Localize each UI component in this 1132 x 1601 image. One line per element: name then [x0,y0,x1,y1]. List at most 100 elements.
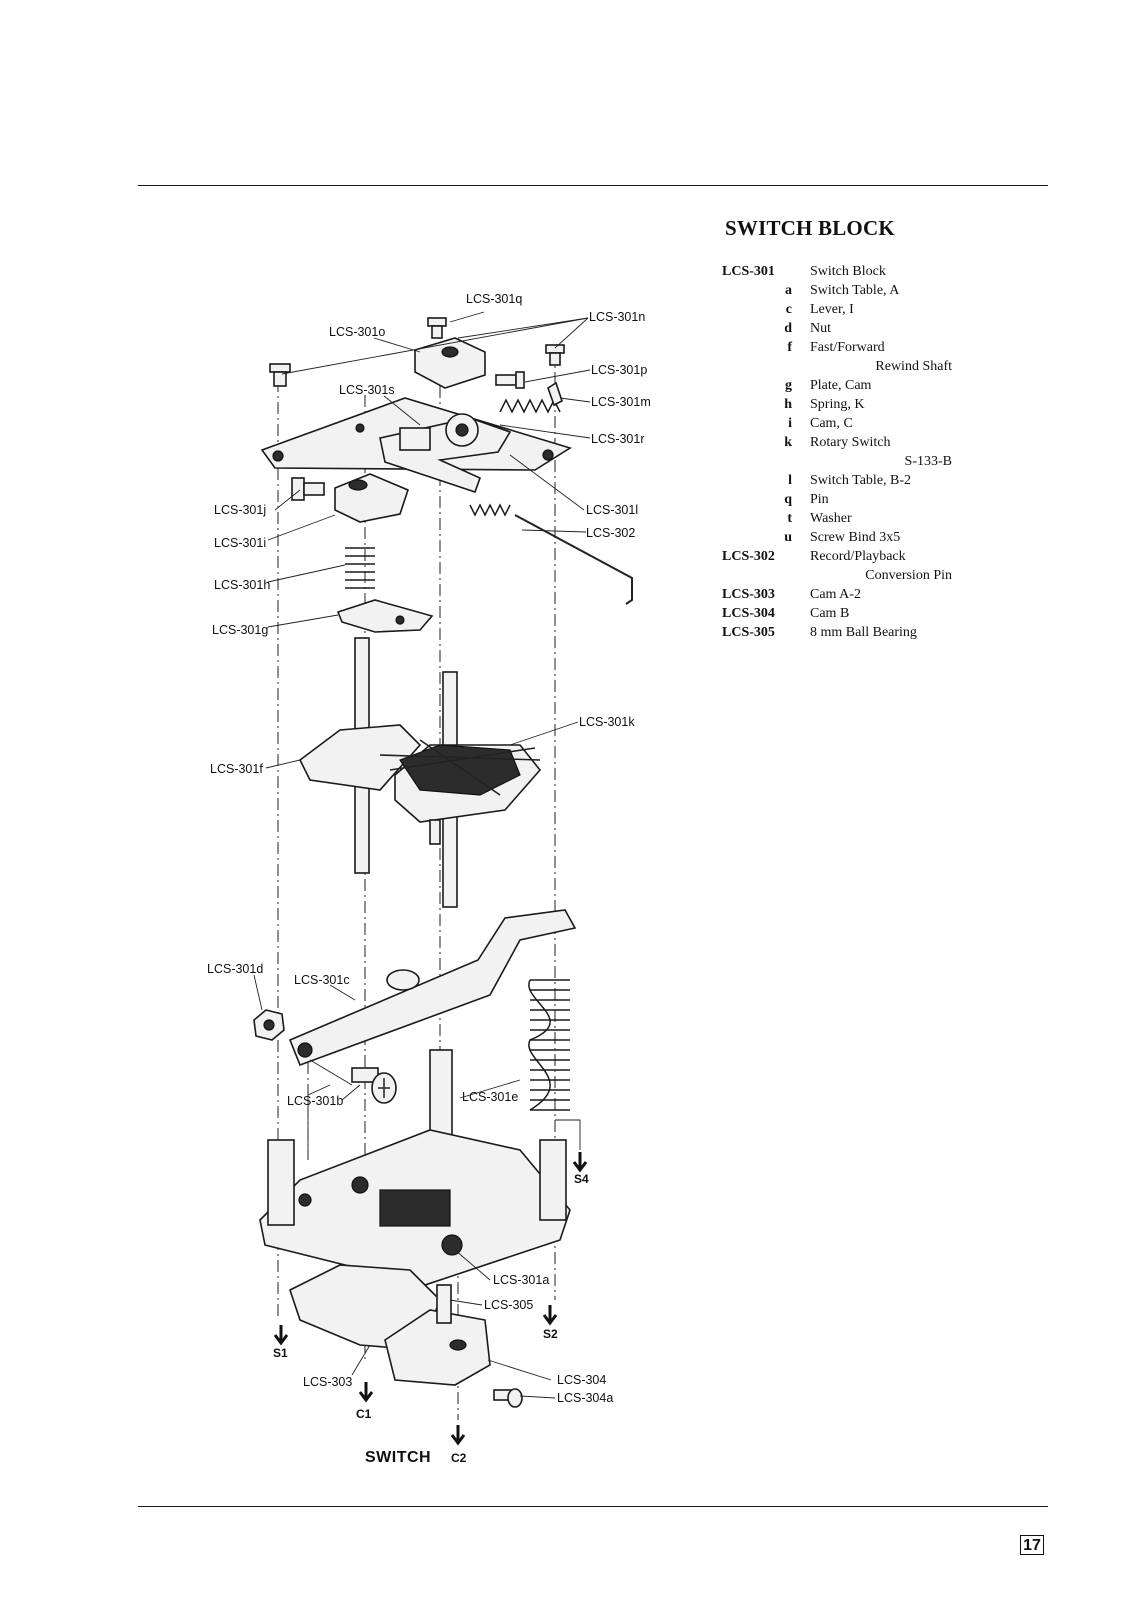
spring-h [345,547,375,589]
part-code: f [787,340,792,355]
part-description: Fast/Forward [810,340,885,355]
parts-row: k Rotary Switch [722,433,952,452]
part-code: h [784,397,792,412]
leader-lines [253,311,591,1399]
label-303: LCS-303 [303,1375,352,1389]
parts-row: LCS-302 Record/Playback [722,547,952,566]
part-description: Cam B [810,606,850,621]
part-description: 8 mm Ball Bearing [810,625,917,640]
top-rule [138,185,1048,186]
label-301d: LCS-301d [207,962,263,976]
label-301o: LCS-301o [329,325,385,339]
label-301h: LCS-301h [214,578,270,592]
label-301g: LCS-301g [212,623,268,637]
part-description: Record/Playback [810,549,906,564]
spring-m [499,381,563,414]
arrow-marks [273,1152,588,1446]
cam-304 [384,1284,491,1386]
screw-b [351,1067,397,1104]
part-description: Switch Block [810,264,886,279]
section-title: SWITCH BLOCK [725,216,895,240]
part-description-continued: Rewind Shaft [875,359,952,374]
screw-top-q [427,317,447,339]
label-301e: LCS-301e [462,1090,518,1104]
cam-i [334,473,409,523]
diagram-labels: LCS-301q LCS-301n LCS-301o LCS-301p LCS-… [207,292,651,1466]
part-code: LCS-302 [722,549,775,564]
part-description-continued: S-133-B [904,454,952,469]
label-301s: LCS-301s [339,383,395,397]
part-code: u [784,530,792,545]
parts-row-continued: Rewind Shaft [722,357,952,376]
label-301n: LCS-301n [589,310,645,324]
part-description-continued: Conversion Pin [865,568,952,583]
part-code: a [785,283,792,298]
lever-c [288,909,577,1067]
parts-list: LCS-301 Switch Block a Switch Table, A c Leve… [722,262,952,642]
nut-d [253,1009,285,1041]
label-301c: LCS-301c [294,973,350,987]
parts-row: d Nut [722,319,952,338]
plate-g [336,599,434,633]
screw-top-n [545,344,565,366]
parts-row: t Washer [722,509,952,528]
part-description: Washer [810,511,852,526]
part-code: LCS-301 [722,264,775,279]
parts-row-continued: Conversion Pin [722,566,952,585]
part-description: Spring, K [810,397,865,412]
diagram-caption: SWITCH [365,1449,431,1466]
part-code: LCS-305 [722,625,775,640]
part-description: Pin [810,492,829,507]
arrow-label-s1: S1 [273,1346,288,1360]
part-description: Plate, Cam [810,378,872,393]
arrow-label-c2: C2 [451,1451,467,1465]
label-304: LCS-304 [557,1373,606,1387]
part-code: k [784,435,792,450]
part-description: Switch Table, B-2 [810,473,912,488]
part-description: Lever, I [810,302,854,317]
parts-row: LCS-301 Switch Block [722,262,952,281]
parts-row: l Switch Table, B-2 [722,471,952,490]
cam-o [414,337,486,389]
page-number: 17 [1020,1535,1044,1555]
part-code: g [785,378,792,393]
arrow-label-s4: S4 [574,1172,589,1186]
part-description: Cam, C [810,416,853,431]
part-description: Rotary Switch [810,435,891,450]
parts-row-continued: S-133-B [722,452,952,471]
label-301m: LCS-301m [591,395,651,409]
part-code: l [788,473,792,488]
switch-table-a [259,1129,571,1286]
label-301f: LCS-301f [210,762,263,776]
label-301q: LCS-301q [466,292,522,306]
part-code: d [784,321,792,336]
part-description: Nut [810,321,831,336]
arrow-label-s2: S2 [543,1327,558,1341]
spring-302 [469,503,633,605]
label-301i: LCS-301i [214,536,266,550]
parts-row: f Fast/Forward [722,338,952,357]
part-code: c [785,302,792,317]
part-code: LCS-304 [722,606,775,621]
label-301a: LCS-301a [493,1273,549,1287]
screw-j [291,477,325,501]
screw-p [495,371,525,389]
parts-row: g Plate, Cam [722,376,952,395]
arrow-label-c1: C1 [356,1407,372,1421]
part-code: t [787,511,792,526]
label-304a: LCS-304a [557,1391,613,1405]
spring-e [528,979,570,1111]
part-description: Cam A-2 [810,587,861,602]
screw-top-left [269,363,291,387]
part-code: i [788,416,792,431]
lever-r [379,413,512,494]
part-description: Switch Table, A [810,283,900,298]
label-301j: LCS-301j [214,503,266,517]
screw-304a [493,1388,523,1408]
label-301p: LCS-301p [591,363,647,377]
parts-row: LCS-305 8 mm Ball Bearing [722,623,952,642]
post-center [429,1049,453,1141]
part-description: Screw Bind 3x5 [810,530,901,545]
